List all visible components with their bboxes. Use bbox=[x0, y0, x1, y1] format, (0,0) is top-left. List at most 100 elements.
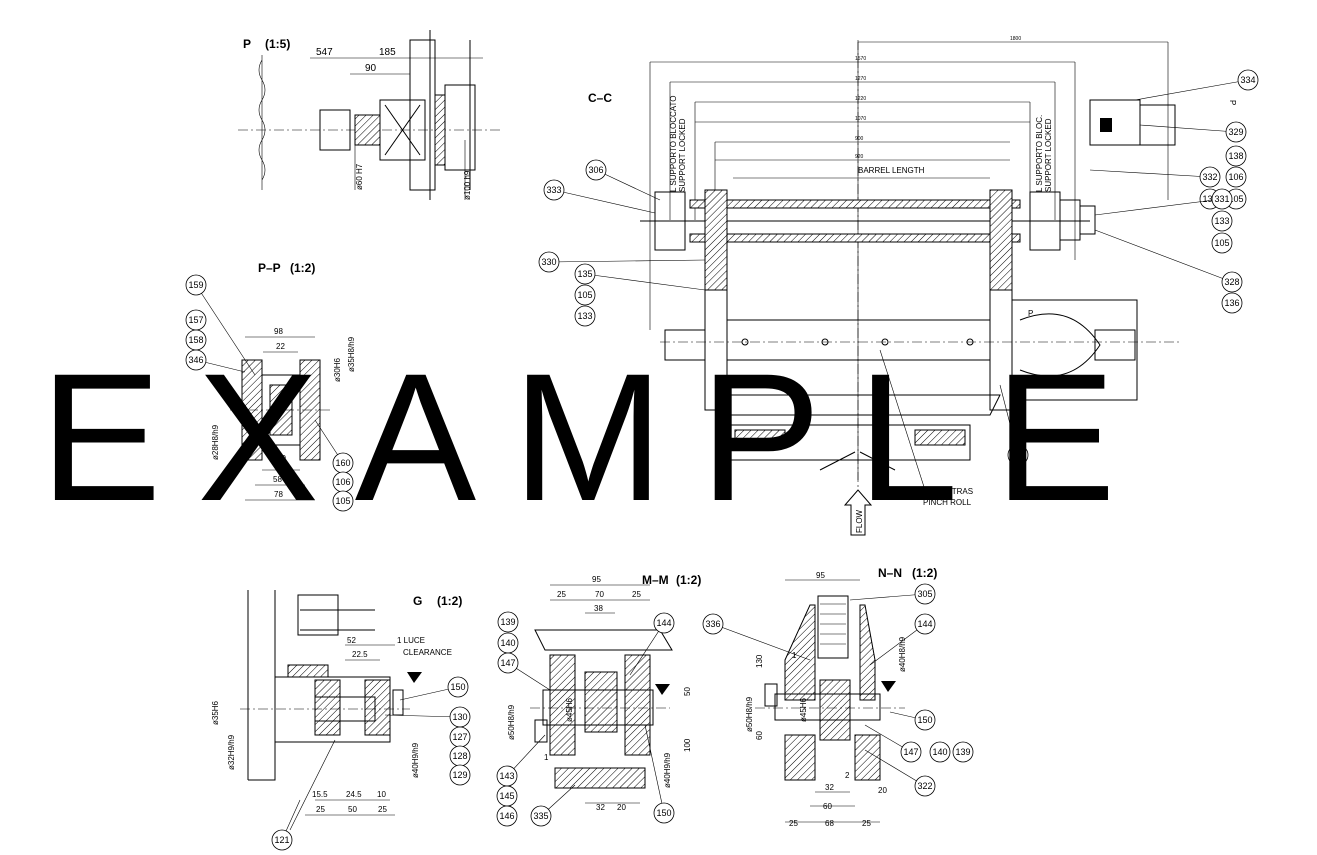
balloon-mm-147: 147 bbox=[497, 652, 551, 691]
balloon-label: 140 bbox=[932, 747, 947, 757]
balloon-cc-330: 330 bbox=[538, 251, 706, 273]
svg-text:2: 2 bbox=[845, 771, 850, 780]
svg-text:20: 20 bbox=[617, 803, 626, 812]
view-nn: N–N (1:2) 95 130 60 1 32 60 68 25 25 20 … bbox=[745, 566, 937, 828]
balloon-nn-150: 150 bbox=[889, 709, 936, 731]
balloon-label: 138 bbox=[1228, 151, 1243, 161]
balloon-cc-138: 138 bbox=[1225, 145, 1247, 167]
balloon-label: 306 bbox=[588, 165, 603, 175]
svg-text:22.5: 22.5 bbox=[352, 650, 368, 659]
balloon-label: 305 bbox=[917, 589, 932, 599]
balloon-nn-147: 147 bbox=[864, 724, 922, 763]
balloon-label: 333 bbox=[546, 185, 561, 195]
view-pp-title: P–P bbox=[258, 261, 281, 275]
svg-text:1070: 1070 bbox=[855, 116, 866, 122]
balloon-label: 140 bbox=[500, 638, 515, 648]
svg-text:ø40H9/h9: ø40H9/h9 bbox=[411, 742, 420, 778]
svg-text:1 LUCE: 1 LUCE bbox=[397, 636, 425, 645]
svg-text:98: 98 bbox=[274, 327, 283, 336]
svg-text:25: 25 bbox=[378, 805, 387, 814]
balloon-label: 139 bbox=[500, 617, 515, 627]
balloon-label: 150 bbox=[656, 808, 671, 818]
example-watermark: EXAMPLE bbox=[40, 335, 1152, 539]
balloon-g-130: 130 bbox=[384, 706, 471, 728]
svg-text:25: 25 bbox=[557, 590, 566, 599]
balloon-label: 145 bbox=[499, 791, 514, 801]
balloon-cc-105: 105 bbox=[1211, 232, 1233, 254]
svg-text:78: 78 bbox=[274, 490, 283, 499]
balloon-g-128: 128 bbox=[449, 745, 471, 767]
balloon-nn-305: 305 bbox=[849, 583, 936, 605]
view-p: P (1:5) 547 185 90 ø60 H7 ø100 h9 bbox=[238, 30, 500, 200]
view-nn-scale: (1:2) bbox=[912, 566, 937, 580]
svg-text:22: 22 bbox=[276, 342, 285, 351]
svg-text:58: 58 bbox=[273, 475, 282, 484]
balloon-label: 331 bbox=[1214, 194, 1229, 204]
svg-text:95: 95 bbox=[592, 575, 601, 584]
view-pp-scale: (1:2) bbox=[290, 261, 315, 275]
svg-text:920: 920 bbox=[855, 154, 864, 160]
svg-text:60: 60 bbox=[823, 802, 832, 811]
balloon-mm-335: 335 bbox=[530, 784, 576, 827]
balloon-label: 135 bbox=[577, 269, 592, 279]
balloon-pp-160: 160 bbox=[314, 419, 354, 474]
svg-text:15.5: 15.5 bbox=[312, 790, 328, 799]
svg-text:ø28H8/h9: ø28H8/h9 bbox=[211, 424, 220, 460]
svg-text:SUPPORT LOCKED: SUPPORT LOCKED bbox=[1044, 118, 1053, 192]
svg-text:100: 100 bbox=[683, 738, 692, 752]
svg-text:1270: 1270 bbox=[855, 76, 866, 82]
balloon-label: 106 bbox=[1228, 172, 1243, 182]
balloon-label: 129 bbox=[452, 770, 467, 780]
balloon-label: 328 bbox=[1224, 277, 1239, 287]
balloon-label: 336 bbox=[705, 619, 720, 629]
svg-text:ø32H9/h9: ø32H9/h9 bbox=[227, 734, 236, 770]
svg-text:25: 25 bbox=[316, 805, 325, 814]
balloon-cc-328: 328 bbox=[1094, 229, 1243, 293]
balloon-pp-159: 159 bbox=[185, 274, 256, 376]
balloon-g-150: 150 bbox=[399, 676, 469, 701]
balloon-label: 133 bbox=[1214, 216, 1229, 226]
balloon-cc-322: 322 bbox=[999, 384, 1029, 466]
balloon-cc-306: 306 bbox=[585, 159, 661, 201]
svg-text:1: 1 bbox=[544, 753, 549, 762]
svg-text:70: 70 bbox=[595, 590, 604, 599]
balloon-label: 150 bbox=[917, 715, 932, 725]
svg-text:22: 22 bbox=[274, 460, 283, 469]
balloon-nn-322: 322 bbox=[864, 749, 936, 797]
balloon-label: 346 bbox=[188, 355, 203, 365]
balloon-mm-145: 145 bbox=[496, 785, 518, 807]
balloon-label: 150 bbox=[450, 682, 465, 692]
balloon-pp-157: 157 bbox=[185, 309, 207, 331]
svg-text:90: 90 bbox=[365, 63, 377, 74]
svg-text:ø50H8/h9: ø50H8/h9 bbox=[745, 696, 754, 732]
balloon-g-127: 127 bbox=[449, 726, 471, 748]
balloon-label: 143 bbox=[499, 771, 514, 781]
balloon-label: 105 bbox=[577, 290, 592, 300]
balloon-label: 127 bbox=[452, 732, 467, 742]
svg-text:50: 50 bbox=[348, 805, 357, 814]
svg-text:L SUPPORTO BLOC.: L SUPPORTO BLOC. bbox=[1035, 115, 1044, 192]
balloon-label: 147 bbox=[500, 658, 515, 668]
balloon-cc-136: 136 bbox=[1221, 292, 1243, 314]
balloon-cc-133: 133 bbox=[574, 305, 596, 327]
balloon-pp-106: 106 bbox=[332, 471, 354, 493]
balloon-label: 106 bbox=[335, 477, 350, 487]
balloon-label: 146 bbox=[499, 811, 514, 821]
balloon-cc-135: 135 bbox=[574, 263, 706, 291]
svg-text:52: 52 bbox=[347, 636, 356, 645]
balloon-label: 322 bbox=[917, 781, 932, 791]
balloon-cc-133: 133 bbox=[1211, 210, 1233, 232]
balloon-mm-140: 140 bbox=[497, 632, 519, 654]
balloon-label: 159 bbox=[188, 280, 203, 290]
balloon-label: 335 bbox=[533, 811, 548, 821]
balloon-mm-146: 146 bbox=[496, 805, 518, 827]
svg-text:900: 900 bbox=[855, 136, 864, 142]
view-p-title: P bbox=[243, 37, 251, 51]
balloon-label: 130 bbox=[452, 712, 467, 722]
barrel-length-label: BARREL LENGTH bbox=[858, 166, 925, 175]
balloon-mm-144: 144 bbox=[629, 612, 675, 676]
balloon-pp-105: 105 bbox=[332, 490, 354, 512]
balloon-label: 105 bbox=[1214, 238, 1229, 248]
balloon-label: 105 bbox=[1228, 194, 1243, 204]
